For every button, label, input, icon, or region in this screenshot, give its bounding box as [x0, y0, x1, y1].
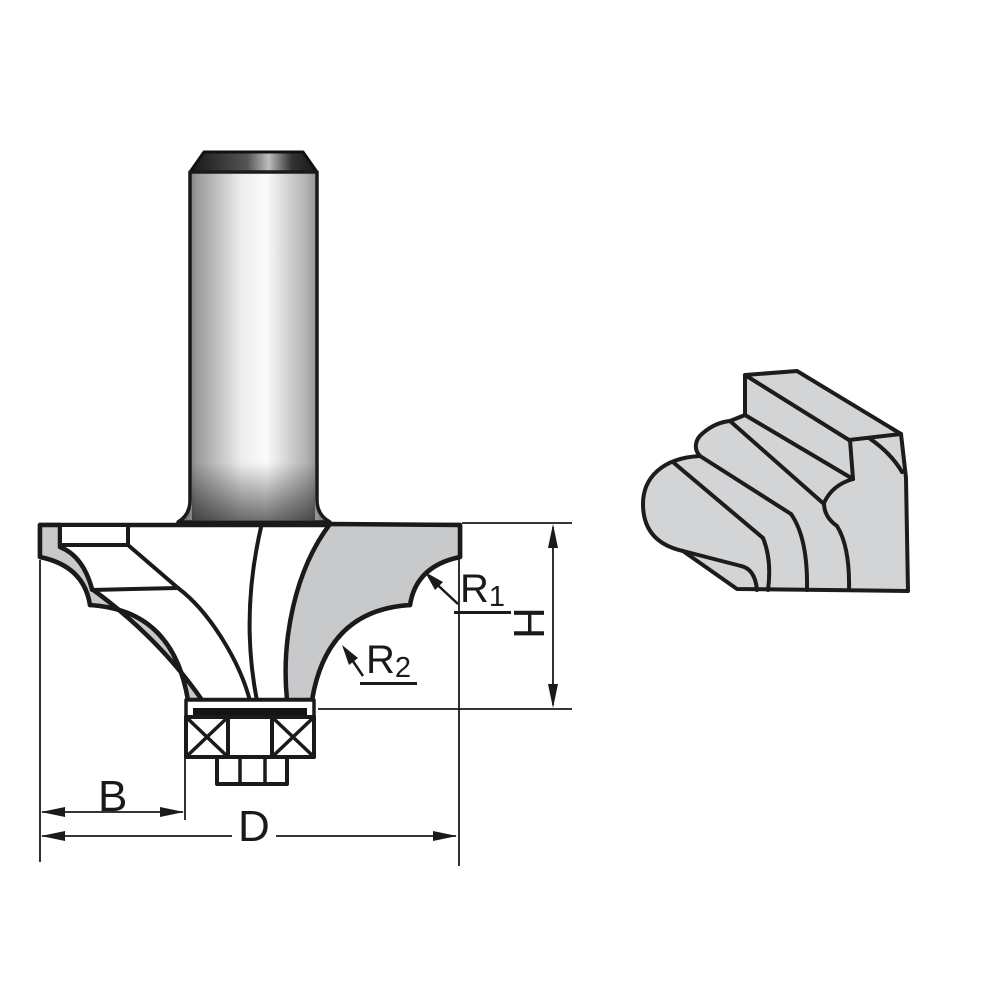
radius-1-subscript: 1: [488, 581, 506, 613]
wood-ridge-top-edge: [743, 373, 851, 442]
d-arrow-left: [41, 831, 65, 841]
bearing-right-cross: [270, 715, 316, 759]
d-arrow-right: [433, 831, 457, 841]
wood-profile-3d: [641, 369, 910, 593]
shank: [176, 150, 332, 524]
b-arrow-right: [160, 807, 184, 817]
cutter-notch: [58, 523, 130, 547]
radius-2-subscript: 2: [394, 652, 412, 684]
pilot-bearing-assembly: [184, 698, 316, 786]
flute-face-edge: [126, 543, 252, 703]
h-arrow-up: [548, 524, 558, 548]
h-arrow-down: [548, 684, 558, 708]
wood-end-arc-3: [761, 536, 772, 592]
wood-ridge-end-top: [847, 432, 903, 442]
wood-ridge-corner-curve: [867, 436, 904, 474]
wood-silhouette: [641, 369, 910, 593]
radius-1-label: R1: [454, 567, 512, 614]
b-arrow-left: [41, 807, 65, 817]
shank-top-cap: [188, 150, 319, 174]
wood-end-bead-wrap: [822, 477, 855, 592]
dimension-arrowheads: [41, 524, 558, 841]
wood-bullnose-sweep: [672, 461, 765, 540]
shank-body: [176, 170, 332, 524]
nut-facets: [238, 757, 267, 784]
wood-ridge-bottom-sweep: [743, 413, 855, 481]
radius-1-letter: R: [460, 567, 489, 611]
cut-width-dimension-label: B: [98, 772, 128, 821]
height-dimension-label: H: [503, 607, 553, 639]
radius-leaders: [342, 572, 459, 677]
flute-cusp-line: [90, 586, 180, 592]
wood-bead-top-sweep: [728, 419, 826, 506]
wood-end-arc-4: [739, 564, 759, 592]
diameter-dimension-label: D: [232, 805, 276, 849]
cutter-right-wing: [283, 521, 463, 703]
radius-2-letter: R: [366, 638, 395, 682]
wood-bead-bottom-sweep: [698, 454, 793, 516]
bearing-washer-dark: [193, 708, 307, 717]
wood-ridge-end-edge: [848, 438, 855, 481]
flute-center-line: [247, 521, 264, 703]
wood-bottom-sweep: [681, 549, 743, 568]
bearing-left-cross: [184, 715, 230, 759]
retaining-nut: [215, 755, 289, 786]
wood-end-arc-2: [789, 512, 810, 592]
shank-bottom-shade: [192, 462, 315, 520]
r1-leader-arrow: [425, 572, 443, 590]
r2-leader-arrow: [342, 645, 358, 665]
radius-2-label: R2: [360, 638, 418, 685]
